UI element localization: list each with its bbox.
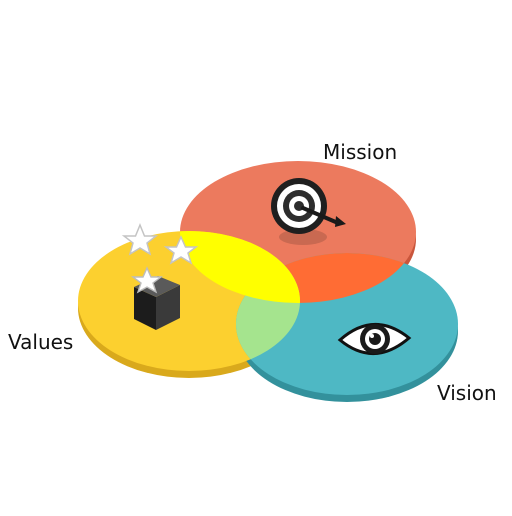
vision-label: Vision	[437, 381, 497, 405]
target-arrow-icon	[271, 178, 346, 245]
mission-label: Mission	[323, 140, 398, 164]
box-stars-icon	[121, 223, 199, 330]
eye-icon	[337, 323, 412, 355]
values-label: Values	[8, 330, 74, 354]
